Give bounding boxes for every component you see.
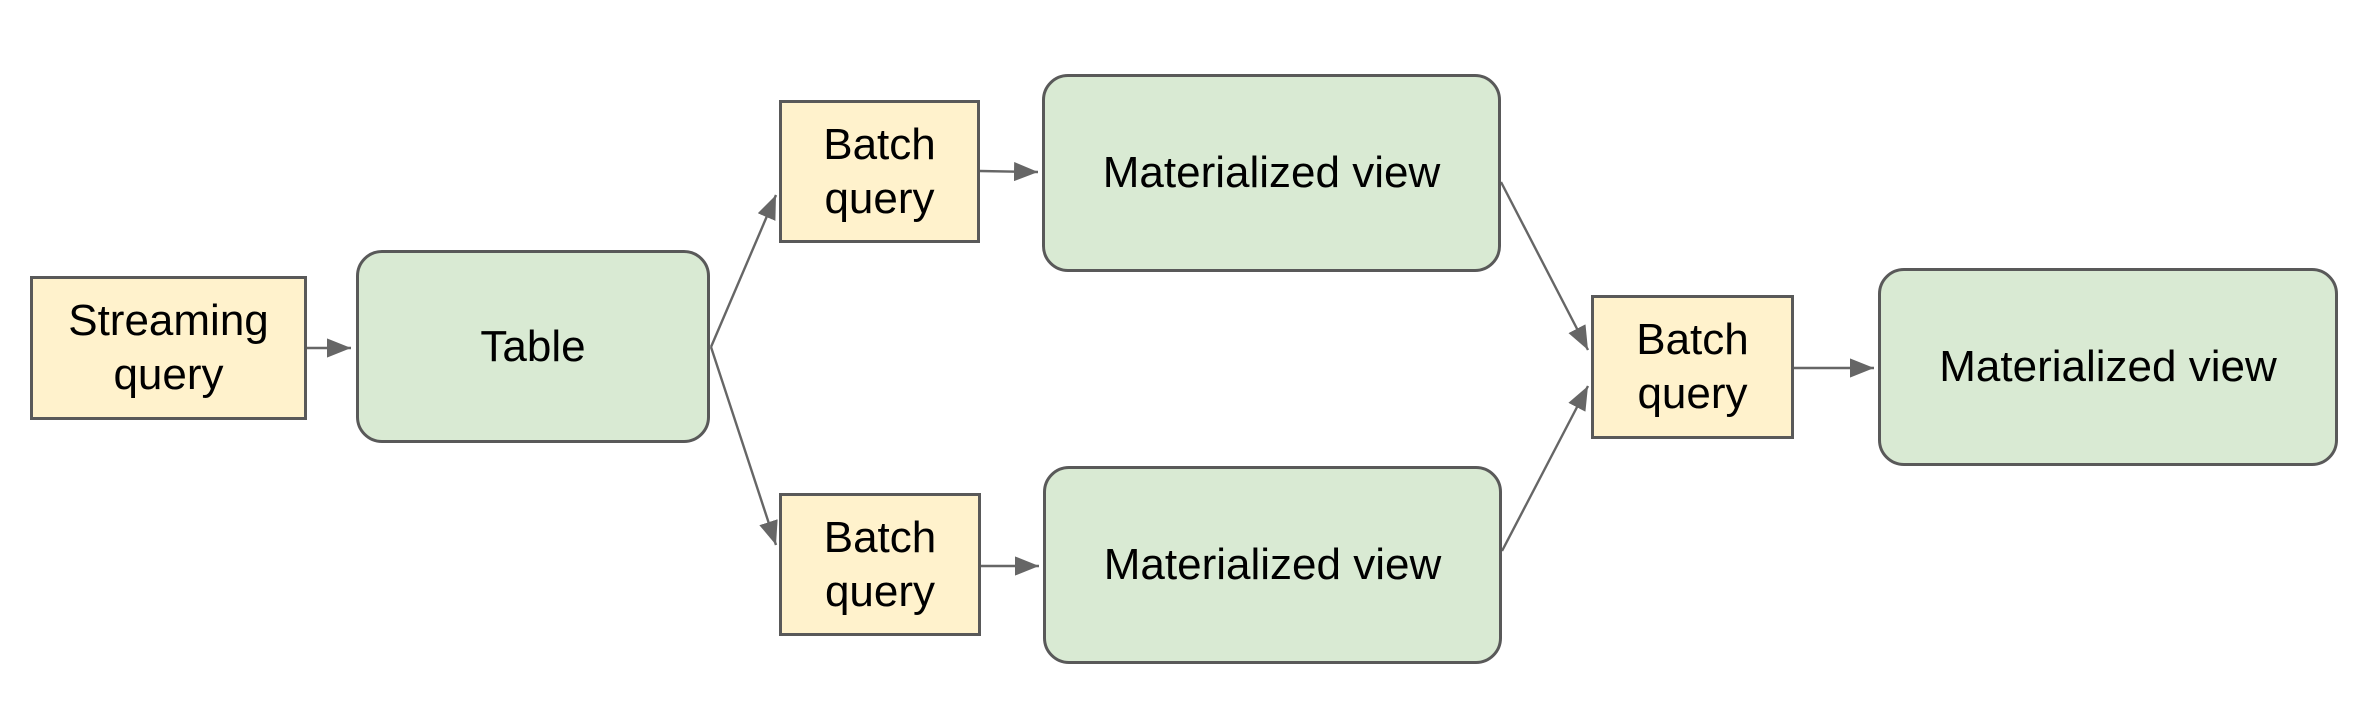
node-batch-query-top: Batch query [779,100,980,243]
node-materialized-view-final-label: Materialized view [1939,342,2277,392]
node-materialized-view-bottom: Materialized view [1043,466,1502,664]
node-batch-query-top-label: Batch query [823,119,936,223]
node-batch-query-bottom: Batch query [779,493,981,636]
node-batch-query-right-label: Batch query [1636,315,1749,418]
edge-mv-bottom-to-batch-right [1500,385,1590,552]
node-table: Table [356,250,710,443]
edge-table-to-batch-bottom [709,346,778,546]
edge-batch-top-to-mv-top [979,161,1039,182]
node-streaming-query: Streaming query [30,276,307,420]
edge-table-to-batch-top [709,194,778,348]
node-materialized-view-top: Materialized view [1042,74,1501,272]
node-materialized-view-final: Materialized view [1878,268,2338,466]
node-table-label: Table [480,321,586,371]
node-batch-query-right: Batch query [1591,295,1794,439]
node-batch-query-bottom-label: Batch query [823,512,937,616]
node-materialized-view-top-label: Materialized view [1102,148,1441,198]
edge-mv-top-to-batch-right [1499,181,1590,351]
node-materialized-view-bottom-label: Materialized view [1103,540,1442,590]
node-streaming-query-label: Streaming query [68,296,269,399]
